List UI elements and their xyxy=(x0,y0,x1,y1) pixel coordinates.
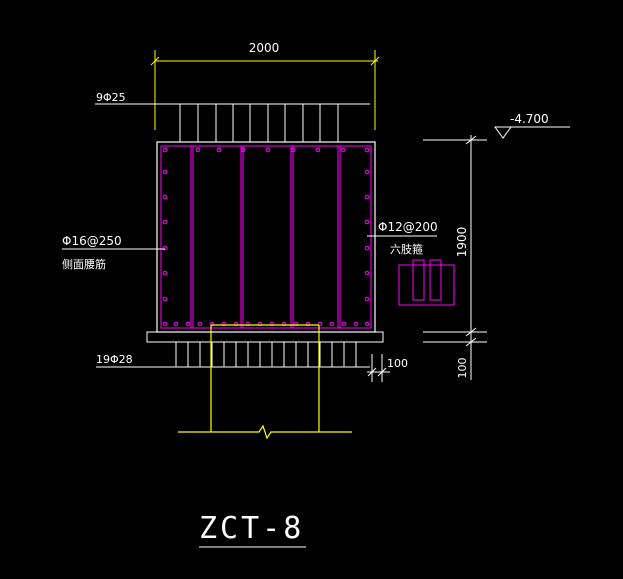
elevation-marker xyxy=(423,126,570,141)
width-dimension xyxy=(150,50,380,130)
bottom-bars-leader xyxy=(96,342,370,368)
side-bars-note: 侧面腰筋 xyxy=(62,257,106,271)
elevation-label: -4.700 xyxy=(510,112,549,126)
drawing-title: ZCT-8 xyxy=(199,511,304,546)
top-bars-label: 9Φ25 xyxy=(96,91,126,104)
side-bars-label: Φ16@250 xyxy=(62,234,122,248)
bed-dimension-label: 100 xyxy=(456,358,469,379)
pile-column xyxy=(178,324,352,440)
bottom-bars-label: 19Φ28 xyxy=(96,353,133,366)
section-outline xyxy=(156,141,376,333)
stirrup-detail xyxy=(398,259,455,306)
top-bars-leader xyxy=(95,103,370,142)
rebar-cage xyxy=(160,145,372,329)
stirrups-note: 六肢箍 xyxy=(390,242,423,256)
width-dimension-label: 2000 xyxy=(249,41,280,55)
height-dimension-label: 1900 xyxy=(455,227,469,258)
height-dimension xyxy=(423,135,487,380)
stirrups-label: Φ12@200 xyxy=(378,220,438,234)
cover-dimension-label: 100 xyxy=(387,357,408,370)
rebar-dots xyxy=(162,147,370,327)
bedding-slab xyxy=(146,331,384,343)
cover-dimension xyxy=(367,354,390,382)
